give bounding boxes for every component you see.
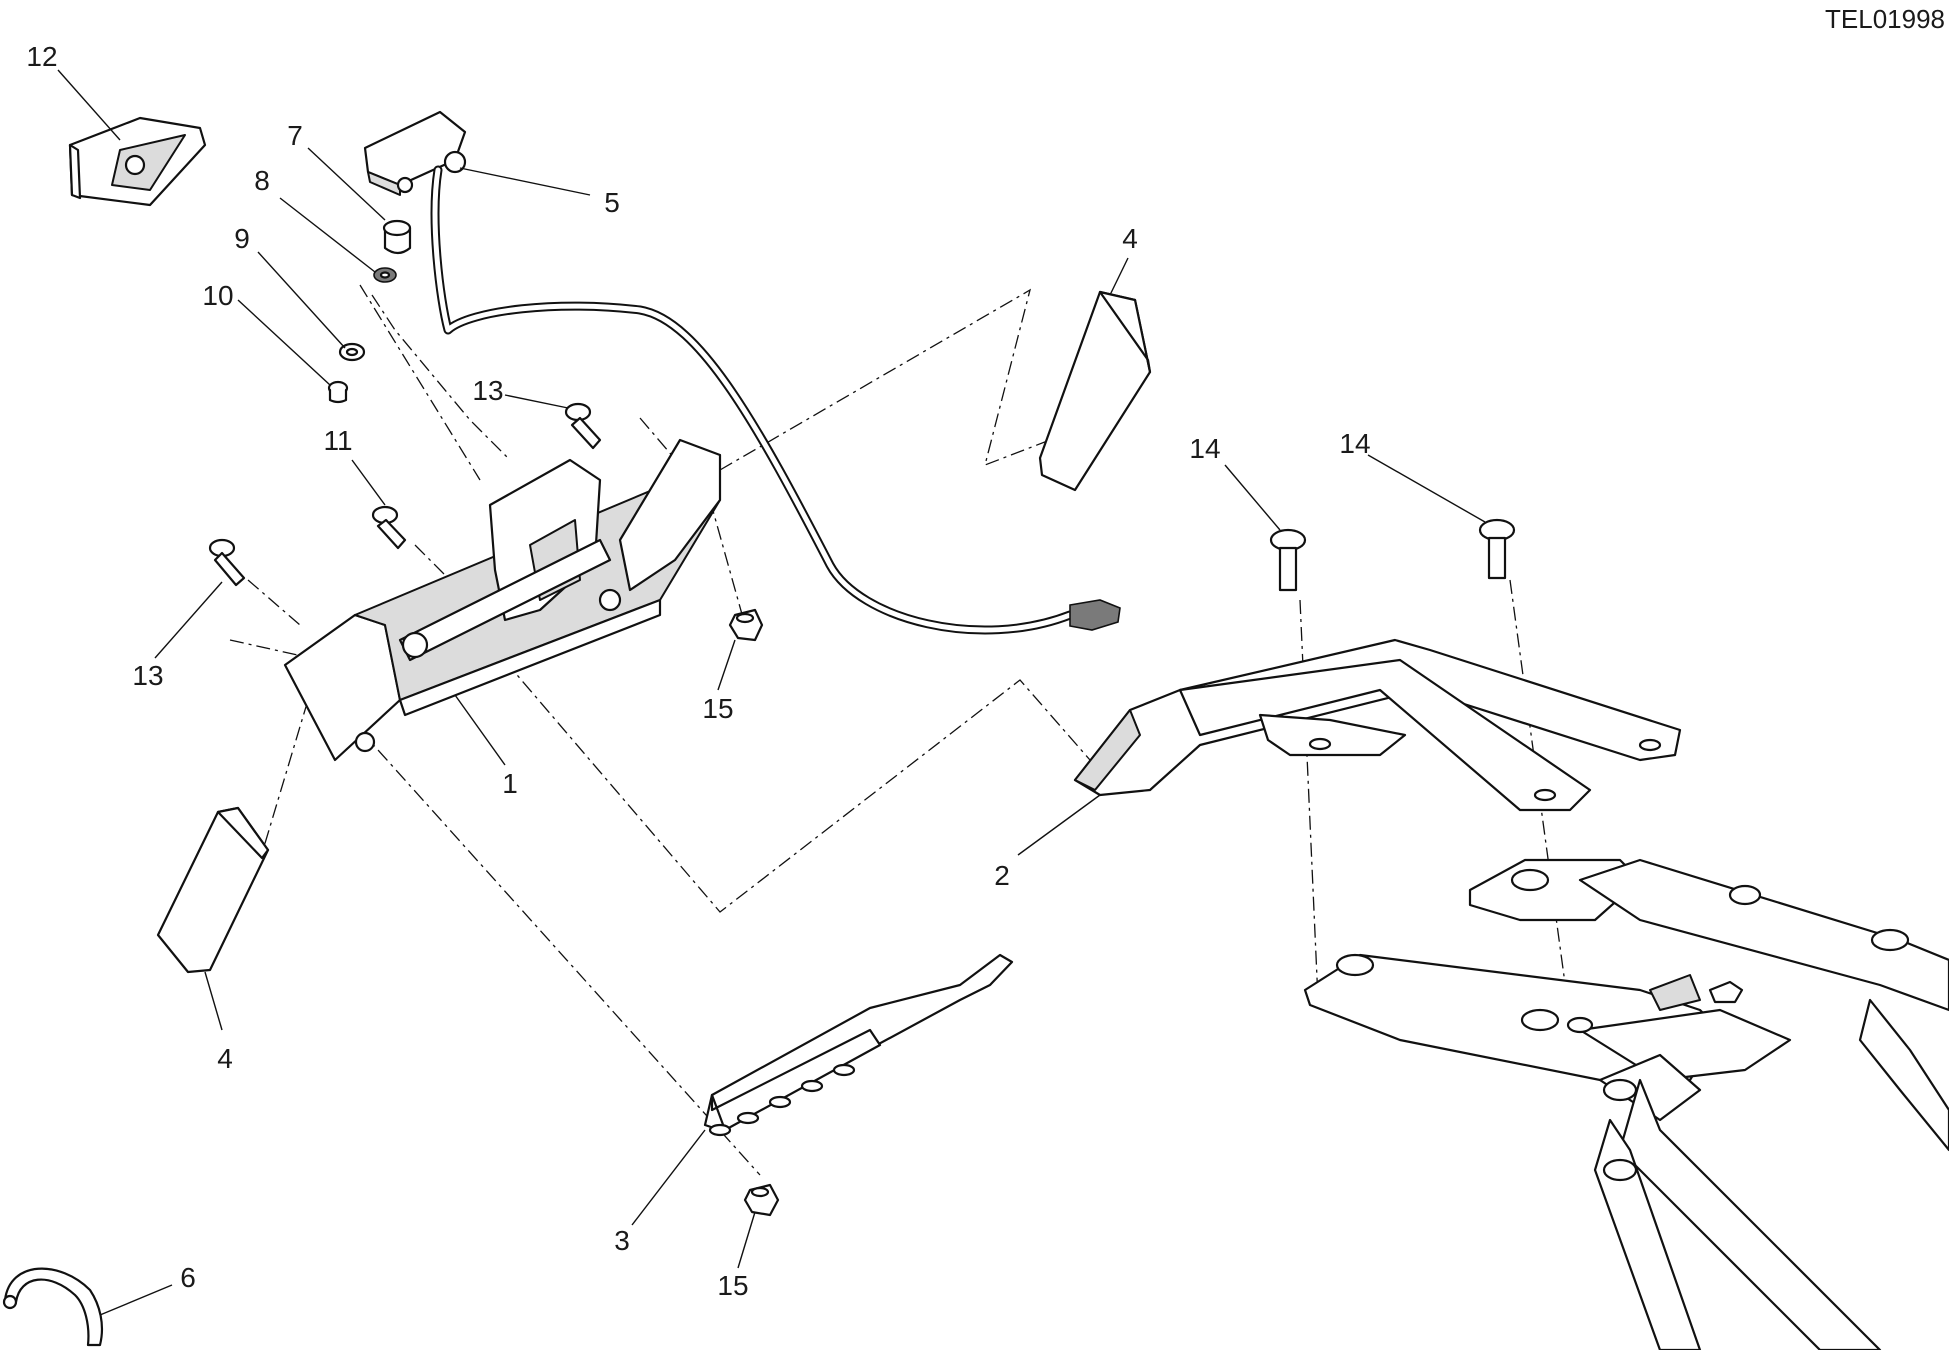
- part-14-bolt-right: [1478, 518, 1516, 580]
- drawing-id: TEL01998: [1825, 4, 1945, 34]
- callout-2: 2: [994, 860, 1010, 891]
- part-7-spacer: [382, 219, 412, 255]
- part-5-plate-light: [363, 110, 467, 196]
- part-15-nut-bottom: [743, 1183, 780, 1217]
- callout-4-bottom: 4: [217, 1043, 233, 1074]
- callout-7: 7: [287, 120, 303, 151]
- callout-4-top: 4: [1122, 223, 1138, 254]
- part-12-lamp-cover: [68, 116, 207, 207]
- leader-lines: [57, 69, 1486, 1316]
- part-6-cable-clip: [2, 1267, 104, 1347]
- part-9-washer: [338, 342, 366, 362]
- callout-3: 3: [614, 1225, 630, 1256]
- part-3-bracket: [703, 953, 1014, 1137]
- part-4-reflector-top: [1038, 290, 1152, 492]
- rear-subframe: [1303, 858, 1949, 1350]
- callout-1: 1: [502, 768, 518, 799]
- part-13-bolt-left: [208, 538, 246, 587]
- callout-15-bottom: 15: [717, 1270, 748, 1301]
- callout-8: 8: [254, 165, 270, 196]
- callout-15-top: 15: [702, 693, 733, 724]
- callout-14-left: 14: [1189, 433, 1220, 464]
- part-4-reflector-bottom: [156, 806, 270, 974]
- callout-labels: 12 7 8 5 9 10 4 13 11 14 14 13 15 1 2 4 …: [26, 41, 1370, 1301]
- callout-13-top: 13: [472, 375, 503, 406]
- part-15-nut-top: [728, 608, 764, 642]
- callout-6: 6: [180, 1262, 196, 1293]
- part-2-support-frame: [1073, 638, 1682, 812]
- part-10-screw: [327, 380, 349, 404]
- callout-12: 12: [26, 41, 57, 72]
- part-5-cable: [430, 165, 1121, 635]
- callout-13-left: 13: [132, 660, 163, 691]
- part-8-washer: [373, 267, 397, 283]
- callout-5: 5: [604, 187, 620, 218]
- callout-9: 9: [234, 223, 250, 254]
- callout-14-right: 14: [1339, 428, 1370, 459]
- callout-11: 11: [323, 425, 352, 456]
- part-1-plate-holder: [283, 438, 722, 762]
- part-14-bolt-left: [1269, 528, 1307, 592]
- part-11-bolt: [371, 505, 407, 550]
- part-13-bolt-top: [564, 402, 602, 450]
- callout-10: 10: [202, 280, 233, 311]
